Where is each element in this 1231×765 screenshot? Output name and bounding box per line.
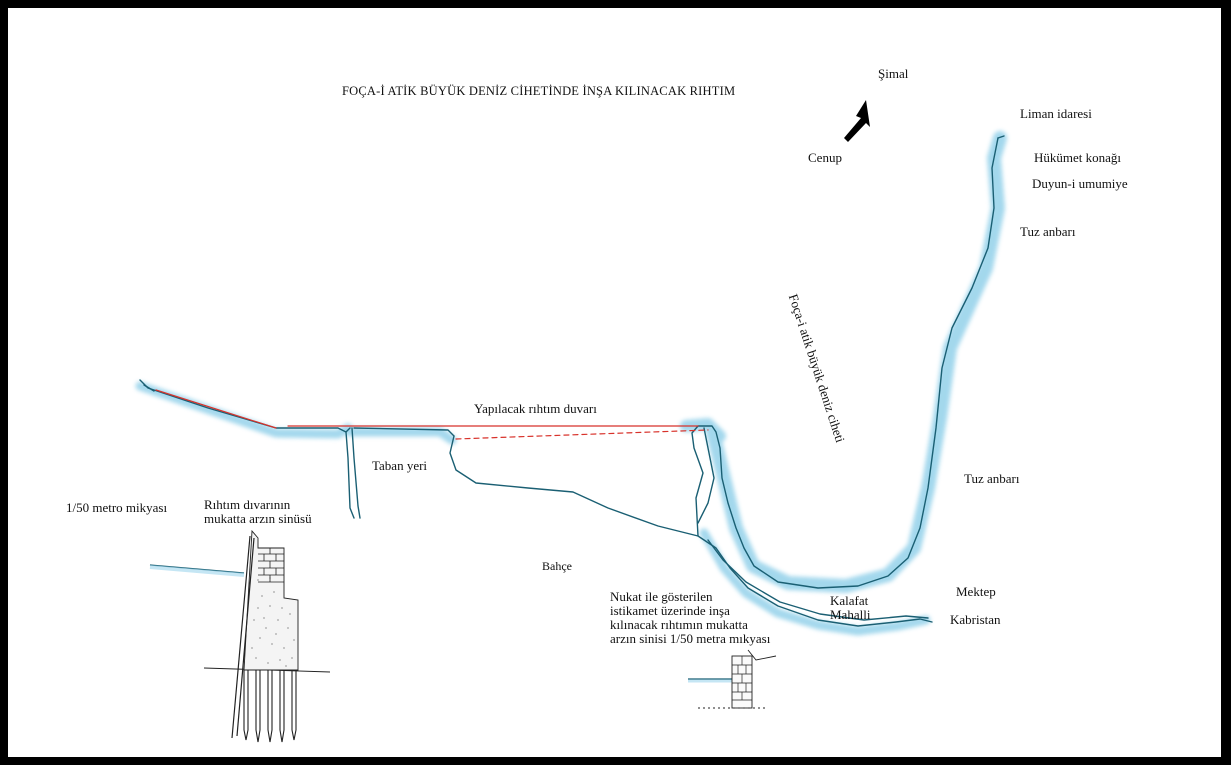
- compass-south-label: Cenup: [808, 150, 842, 165]
- wall-cross-section: [149, 529, 331, 743]
- label-tuz-anbari-upper: Tuz anbarı: [1020, 224, 1076, 239]
- label-tuz-anbari-lower: Tuz anbarı: [964, 471, 1020, 486]
- compass-north-label: Şimal: [878, 66, 909, 81]
- map-title: FOÇA-İ ATİK BÜYÜK DENİZ CİHETİNDE İNŞA K…: [342, 84, 736, 98]
- north-arrow-icon: [844, 100, 870, 142]
- label-planned-quay-wall: Yapılacak rıhtım duvarı: [474, 401, 597, 416]
- label-wall-section: Rıhtım dıvarının mukatta arzın sinüsü: [204, 497, 312, 526]
- label-liman-idaresi: Liman idaresi: [1020, 106, 1092, 121]
- label-bahce: Bahçe: [542, 559, 572, 573]
- planned-quay-wall: [155, 389, 709, 440]
- label-scale-left: 1/50 metro mikyası: [66, 500, 168, 515]
- label-kabristan: Kabristan: [950, 612, 1001, 627]
- label-hukumet-konagi: Hükümet konağı: [1034, 150, 1122, 165]
- label-duyun-umumiye: Duyun-i umumiye: [1032, 176, 1128, 191]
- map-canvas: [135, 100, 1007, 743]
- label-nukat-note: Nukat ile gösterilen istikamet üzerinde …: [610, 589, 771, 646]
- label-kalafat-mahalli: Kalafat Mahalli: [830, 593, 871, 622]
- map-frame: FOÇA-İ ATİK BÜYÜK DENİZ CİHETİNDE İNŞA K…: [8, 8, 1221, 757]
- small-cross-section: [688, 649, 777, 709]
- label-taban-yeri: Taban yeri: [372, 458, 428, 473]
- label-mektep: Mektep: [956, 584, 996, 599]
